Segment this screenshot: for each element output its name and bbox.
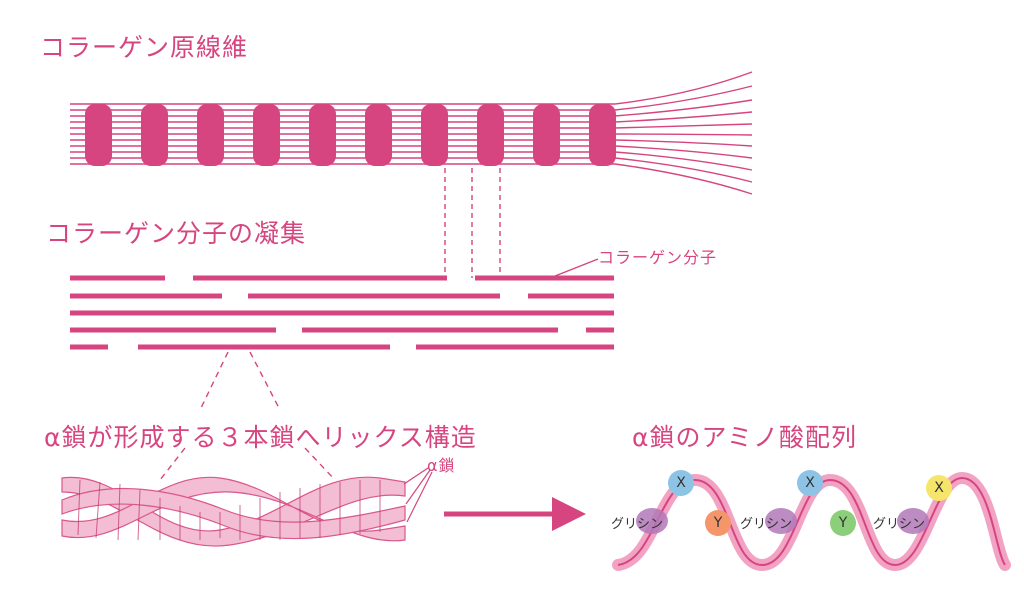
title-amino-sequence: α鎖のアミノ酸配列 xyxy=(632,423,857,452)
label-collagen-molecule: コラーゲン分子 xyxy=(598,248,718,267)
amino-acid-helix xyxy=(612,471,1011,572)
triple-helix xyxy=(61,467,433,547)
collagen-molecule-pointer xyxy=(554,258,599,277)
glycine-label: グリシン xyxy=(873,517,926,532)
glycine-marker xyxy=(897,508,929,534)
residue-x: X xyxy=(926,475,952,501)
label-alpha-chain: α鎖 xyxy=(427,456,456,475)
title-collagen-fibril: コラーゲン原線維 xyxy=(40,33,249,62)
title-collagen-aggregation: コラーゲン分子の凝集 xyxy=(46,219,307,248)
glycine-marker xyxy=(636,508,668,534)
glycine-marker xyxy=(765,508,797,534)
title-triple-helix: α鎖が形成する３本鎖へリックス構造 xyxy=(44,423,477,452)
zoom-connectors-upper xyxy=(444,168,501,278)
residue-x: X xyxy=(668,470,694,496)
glycine-label: グリシン xyxy=(740,517,793,532)
residue-y: Y xyxy=(705,510,731,536)
fibril-bands xyxy=(85,104,616,166)
zoom-connectors-lower xyxy=(159,351,336,481)
collagen-fibril xyxy=(70,71,753,195)
fibril-frayed-end xyxy=(614,71,753,195)
arrow-to-sequence xyxy=(444,497,586,531)
glycine-label: グリシン xyxy=(611,517,664,532)
alpha-chain-pointers xyxy=(403,467,433,523)
residue-x: X xyxy=(797,470,823,496)
residue-y: Y xyxy=(830,510,856,536)
collagen-molecules-aggregate xyxy=(70,275,614,350)
